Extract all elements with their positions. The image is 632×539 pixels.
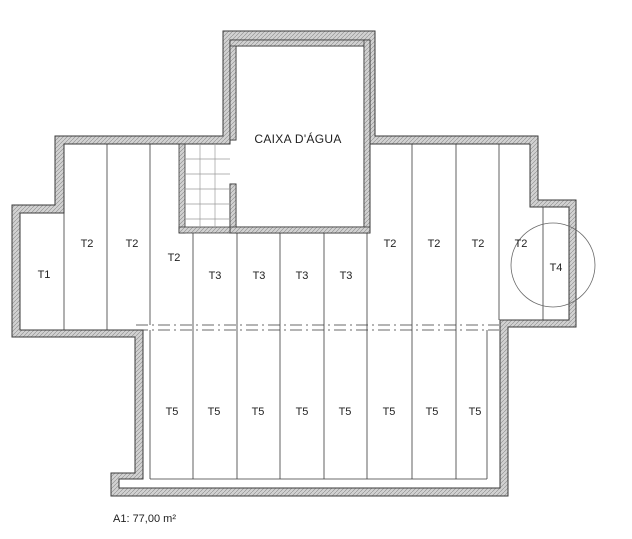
tile-label-t3: T3 — [253, 270, 266, 282]
tile-label-t3: T3 — [340, 270, 353, 282]
tile-label-t5: T5 — [339, 406, 352, 418]
shaft-wall-bottom — [178, 226, 231, 234]
tile-label-t3: T3 — [209, 270, 222, 282]
access-grid — [185, 144, 230, 227]
outer-wall — [11, 30, 577, 497]
detail-circle — [510, 222, 596, 308]
tile-label-t2: T2 — [168, 252, 181, 264]
tile-label-t1: T1 — [38, 269, 51, 281]
tile-label-t5: T5 — [426, 406, 439, 418]
tile-label-t5: T5 — [296, 406, 309, 418]
tile-label-t3: T3 — [296, 270, 309, 282]
water-tank-label: CAIXA D'ÁGUA — [254, 131, 341, 146]
tile-label-t5: T5 — [252, 406, 265, 418]
tile-label-t5: T5 — [166, 406, 179, 418]
tile-label-t2: T2 — [515, 238, 528, 250]
tile-label-t5: T5 — [383, 406, 396, 418]
tile-divisions — [63, 144, 544, 480]
shaft-wall-left — [178, 143, 186, 234]
tile-label-t5: T5 — [208, 406, 221, 418]
area-label: A1: 77,00 m² — [113, 513, 176, 525]
tile-label-t2: T2 — [472, 238, 485, 250]
tile-label-t2: T2 — [126, 238, 139, 250]
tile-label-t5: T5 — [469, 406, 482, 418]
tank-wall-left-lower — [229, 183, 237, 234]
tile-label-t4: T4 — [550, 262, 563, 274]
tank-wall-right — [363, 39, 371, 234]
tank-wall-left-upper — [229, 39, 237, 141]
tile-label-t2: T2 — [384, 238, 397, 250]
tile-label-t2: T2 — [428, 238, 441, 250]
tank-wall-bottom — [229, 226, 371, 234]
tile-label-t2: T2 — [81, 238, 94, 250]
tank-wall-top — [229, 39, 371, 47]
